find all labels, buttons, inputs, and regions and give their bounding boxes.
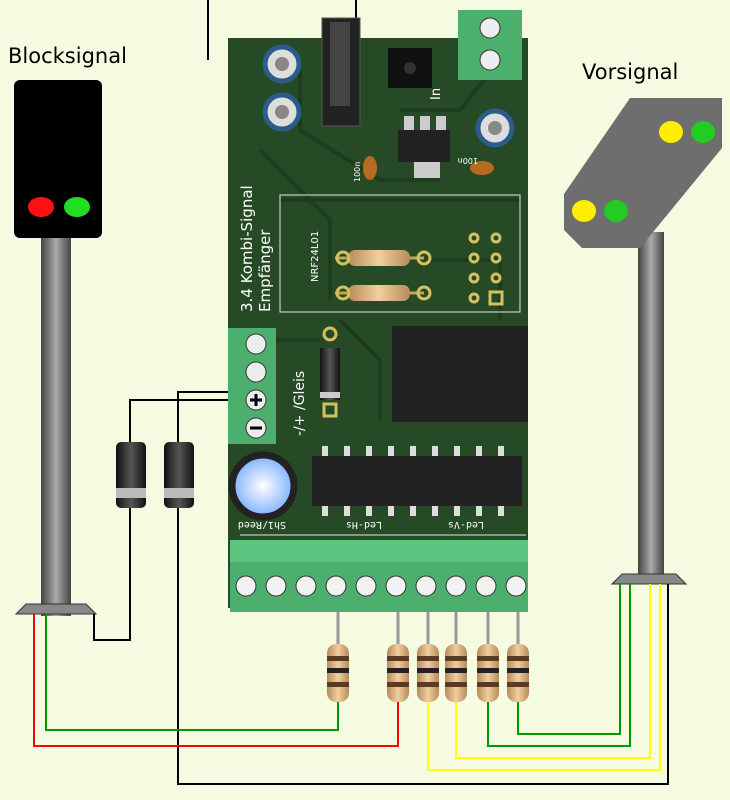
board-resistor-1 <box>348 250 410 266</box>
bottom-label-reed: Sh1/Reed <box>238 519 286 530</box>
wires <box>33 391 669 785</box>
wire-yellow-1 <box>427 584 661 771</box>
vorsignal-label: Vorsignal <box>582 60 679 84</box>
blocksignal-pole <box>41 238 71 616</box>
wire-green-vor-2 <box>517 584 621 735</box>
external-resistor-1 <box>327 644 349 702</box>
external-resistor-2 <box>387 644 409 702</box>
vorsignal-yellow-led-2 <box>572 200 596 222</box>
dip-ic <box>312 456 522 506</box>
rf-header <box>468 232 504 306</box>
cap-label-2: 100n <box>458 156 478 165</box>
wire-yellow-2 <box>455 584 651 759</box>
external-resistor-6 <box>507 644 529 702</box>
board-diode <box>320 348 340 400</box>
external-resistors <box>327 644 529 702</box>
vorsignal-base <box>610 573 688 585</box>
vorsignal-green-led-1 <box>691 121 715 143</box>
blocksignal <box>14 80 102 616</box>
external-resistor-5 <box>477 644 499 702</box>
ceramic-cap-2 <box>470 161 494 175</box>
ceramic-cap-1 <box>363 156 377 180</box>
large-ic <box>392 326 528 422</box>
pcb: 3.4 Kombi-Signal Empfänger NRF24L01 -/+ … <box>228 10 528 612</box>
blocksignal-green-led <box>64 197 90 217</box>
board-title-line1: 3.4 Kombi-Signal <box>238 185 256 312</box>
external-diode-2 <box>164 442 194 508</box>
in-label: In <box>429 88 444 100</box>
wire-black-diode-left <box>93 399 228 641</box>
board-resistor-2 <box>348 285 410 301</box>
external-resistor-4 <box>445 644 467 702</box>
external-diode-1 <box>116 442 146 508</box>
bottom-label-led-hs: Led-Hs <box>346 519 382 530</box>
board-title-line2: Empfänger <box>256 229 274 312</box>
wire-green-vor-1 <box>487 584 631 747</box>
external-resistor-3 <box>417 644 439 702</box>
blocksignal-base <box>14 603 98 615</box>
big-capacitor <box>228 451 298 521</box>
vorsignal-head <box>564 98 722 248</box>
external-diodes <box>116 442 194 508</box>
vorsignal-green-led-2 <box>604 200 628 222</box>
wire-red <box>33 614 399 747</box>
bottom-label-led-vs: Led-Vs <box>448 519 484 530</box>
wire-black-diode-right <box>177 391 669 785</box>
smd-regulator <box>398 130 450 162</box>
vorsignal-yellow-led-1 <box>659 121 683 143</box>
vorsignal <box>564 98 722 585</box>
wire-green-block <box>45 614 339 731</box>
vorsignal-pole <box>638 232 664 584</box>
blocksignal-head <box>14 80 102 238</box>
blocksignal-label: Blocksignal <box>8 44 127 68</box>
module-label: NRF24L01 <box>310 231 321 282</box>
terminal-label: -/+ /Gleis <box>292 371 308 436</box>
blocksignal-red-led <box>28 197 54 217</box>
cap-label-1: 100n <box>353 162 362 182</box>
